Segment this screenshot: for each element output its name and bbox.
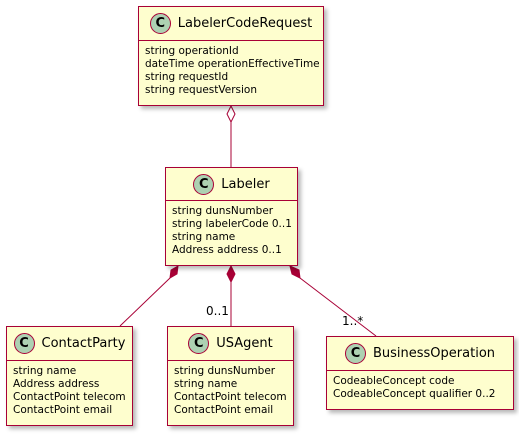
- class-badge-icon: C: [13, 333, 35, 354]
- attribute: string requestVersion: [145, 84, 258, 96]
- class-header: C USAgent: [168, 327, 293, 361]
- attribute: ContactPoint telecom: [13, 391, 126, 403]
- composition-line-contact: [119, 277, 171, 327]
- class-name: USAgent: [216, 336, 273, 351]
- class-business-operation[interactable]: C BusinessOperation CodeableConcept code…: [326, 336, 514, 410]
- attribute: CodeableConcept qualifier 0..2: [333, 388, 496, 400]
- attribute: ContactPoint email: [13, 404, 113, 416]
- class-header: C Labeler: [166, 168, 297, 201]
- class-labeler-code-request[interactable]: C LabelerCodeRequest string operationId …: [138, 6, 324, 106]
- class-header: C BusinessOperation: [327, 337, 513, 371]
- class-header: C ContactParty: [7, 327, 132, 361]
- composition-diamond-contact: [169, 265, 179, 279]
- attribute-list: string dunsNumber string labelerCode 0..…: [166, 201, 297, 257]
- class-header: C LabelerCodeRequest: [139, 7, 323, 41]
- attribute: Address address: [13, 378, 100, 390]
- attribute: ContactPoint email: [174, 404, 274, 416]
- class-labeler[interactable]: C Labeler string dunsNumber string label…: [165, 167, 298, 266]
- attribute: ContactPoint telecom: [174, 391, 287, 403]
- class-badge-icon: C: [193, 173, 215, 195]
- attribute: dateTime operationEffectiveTime: [145, 58, 320, 70]
- attribute-list: string dunsNumber string name ContactPoi…: [168, 361, 293, 417]
- class-badge-icon: C: [149, 13, 171, 34]
- attribute: string operationId: [145, 45, 239, 57]
- attribute: string labelerCode 0..1: [172, 218, 292, 230]
- class-badge-icon: C: [188, 333, 210, 354]
- class-contact-party[interactable]: C ContactParty string name Address addre…: [6, 326, 133, 426]
- class-name: ContactParty: [41, 336, 126, 351]
- attribute: string requestId: [145, 71, 229, 83]
- attribute-list: string operationId dateTime operationEff…: [139, 41, 323, 97]
- attribute-list: string name Address address ContactPoint…: [7, 361, 132, 417]
- class-badge-icon: C: [344, 343, 366, 364]
- attribute: CodeableConcept code: [333, 375, 455, 387]
- attribute: Address address 0..1: [172, 244, 282, 256]
- composition-diamond-business: [289, 265, 301, 279]
- aggregation-diamond: [226, 104, 236, 124]
- attribute: string name: [13, 365, 77, 377]
- attribute: string dunsNumber: [174, 365, 276, 377]
- class-name: BusinessOperation: [372, 346, 496, 361]
- us-agent-multiplicity-label: 0..1: [206, 304, 229, 318]
- composition-diamond-usagent: [226, 264, 236, 284]
- business-operation-multiplicity-label: 1..*: [342, 314, 364, 328]
- attribute-list: CodeableConcept code CodeableConcept qua…: [327, 371, 513, 401]
- class-name: LabelerCodeRequest: [177, 16, 313, 31]
- class-us-agent[interactable]: C USAgent string dunsNumber string name …: [167, 326, 294, 426]
- class-name: Labeler: [221, 176, 270, 192]
- composition-line-business: [299, 277, 377, 337]
- attribute: string dunsNumber: [172, 205, 274, 217]
- attribute: string name: [172, 231, 236, 243]
- attribute: string name: [174, 378, 238, 390]
